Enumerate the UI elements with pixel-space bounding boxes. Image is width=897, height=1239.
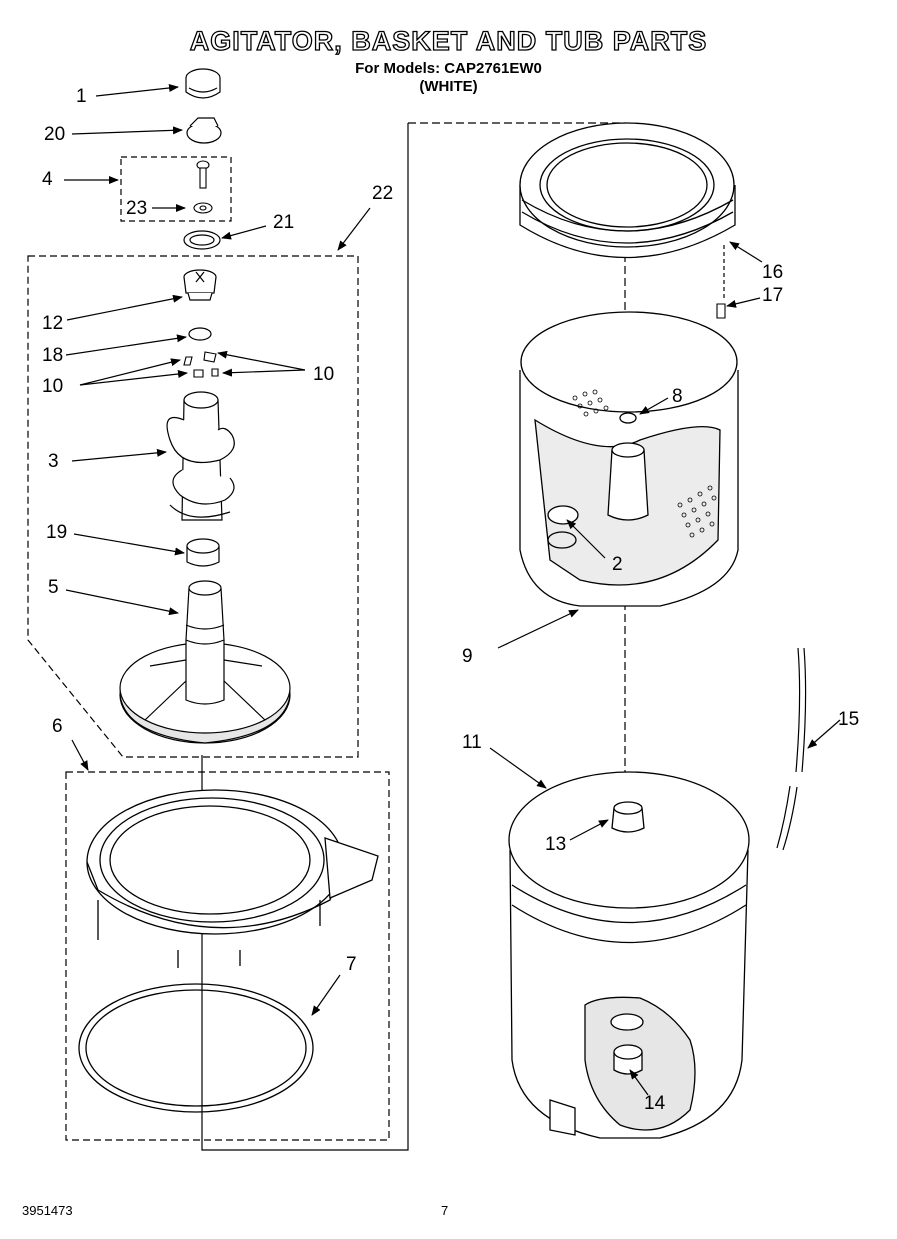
part-19-coupler [186,538,220,567]
callout-label: 7 [346,954,357,975]
callout-label: 4 [42,169,53,190]
part-7-snap-ring [78,983,314,1113]
part-5-agitator-base [119,580,291,744]
part-4-23-bolt [193,160,213,214]
callout-label: 9 [462,646,473,667]
part-16-balance-ring [519,122,736,259]
callout-label: 22 [372,183,394,204]
alignment-line [201,123,409,1151]
callout-label: 14 [644,1093,666,1114]
callout-label: 12 [42,313,64,334]
part-20-barrier [186,117,222,144]
part-18-ring [188,327,212,341]
part-3-auger [166,391,235,521]
group-box-4 [120,156,232,222]
group-box-6 [65,771,390,1141]
part-11-tub [508,771,750,1139]
callout-label: 16 [762,262,784,283]
callout-label: 1 [76,86,87,107]
part-1-cap [185,68,221,99]
callout-label: 20 [44,124,66,145]
part-15-hose [776,647,807,851]
callout-label: 5 [48,577,59,598]
part-9-basket [519,311,739,607]
part-21-ring [183,230,221,250]
basket-perforations [572,389,717,538]
callout-label: 10 [42,376,64,397]
callout-label: 17 [762,285,784,306]
page-title: AGITATOR, BASKET AND TUB PARTS [189,25,708,56]
callout-label: 21 [273,212,295,233]
callout-label: 3 [48,451,59,472]
callout-label: 19 [46,522,68,543]
leader-arrows [64,84,841,1096]
models-line: For Models: CAP2761EW0 [355,60,542,77]
callout-label: 10 [313,364,335,385]
part-12-cam [183,269,217,301]
group-box-22 [27,255,359,758]
callout-label: 11 [462,732,482,753]
part-6-tub-ring [86,789,379,968]
document-number: 3951473 [22,1203,73,1218]
callout-label: 18 [42,345,64,366]
callout-label: 23 [126,198,148,219]
page-number: 7 [441,1203,449,1218]
part-17-clip [716,303,726,319]
callout-label: 6 [52,716,63,737]
part-10-dogs [183,351,219,378]
callout-label: 13 [545,834,567,855]
callout-label: 2 [612,554,623,575]
callout-label: 8 [672,386,683,407]
callout-label: 15 [838,709,860,730]
color-line: (WHITE) [419,78,478,95]
